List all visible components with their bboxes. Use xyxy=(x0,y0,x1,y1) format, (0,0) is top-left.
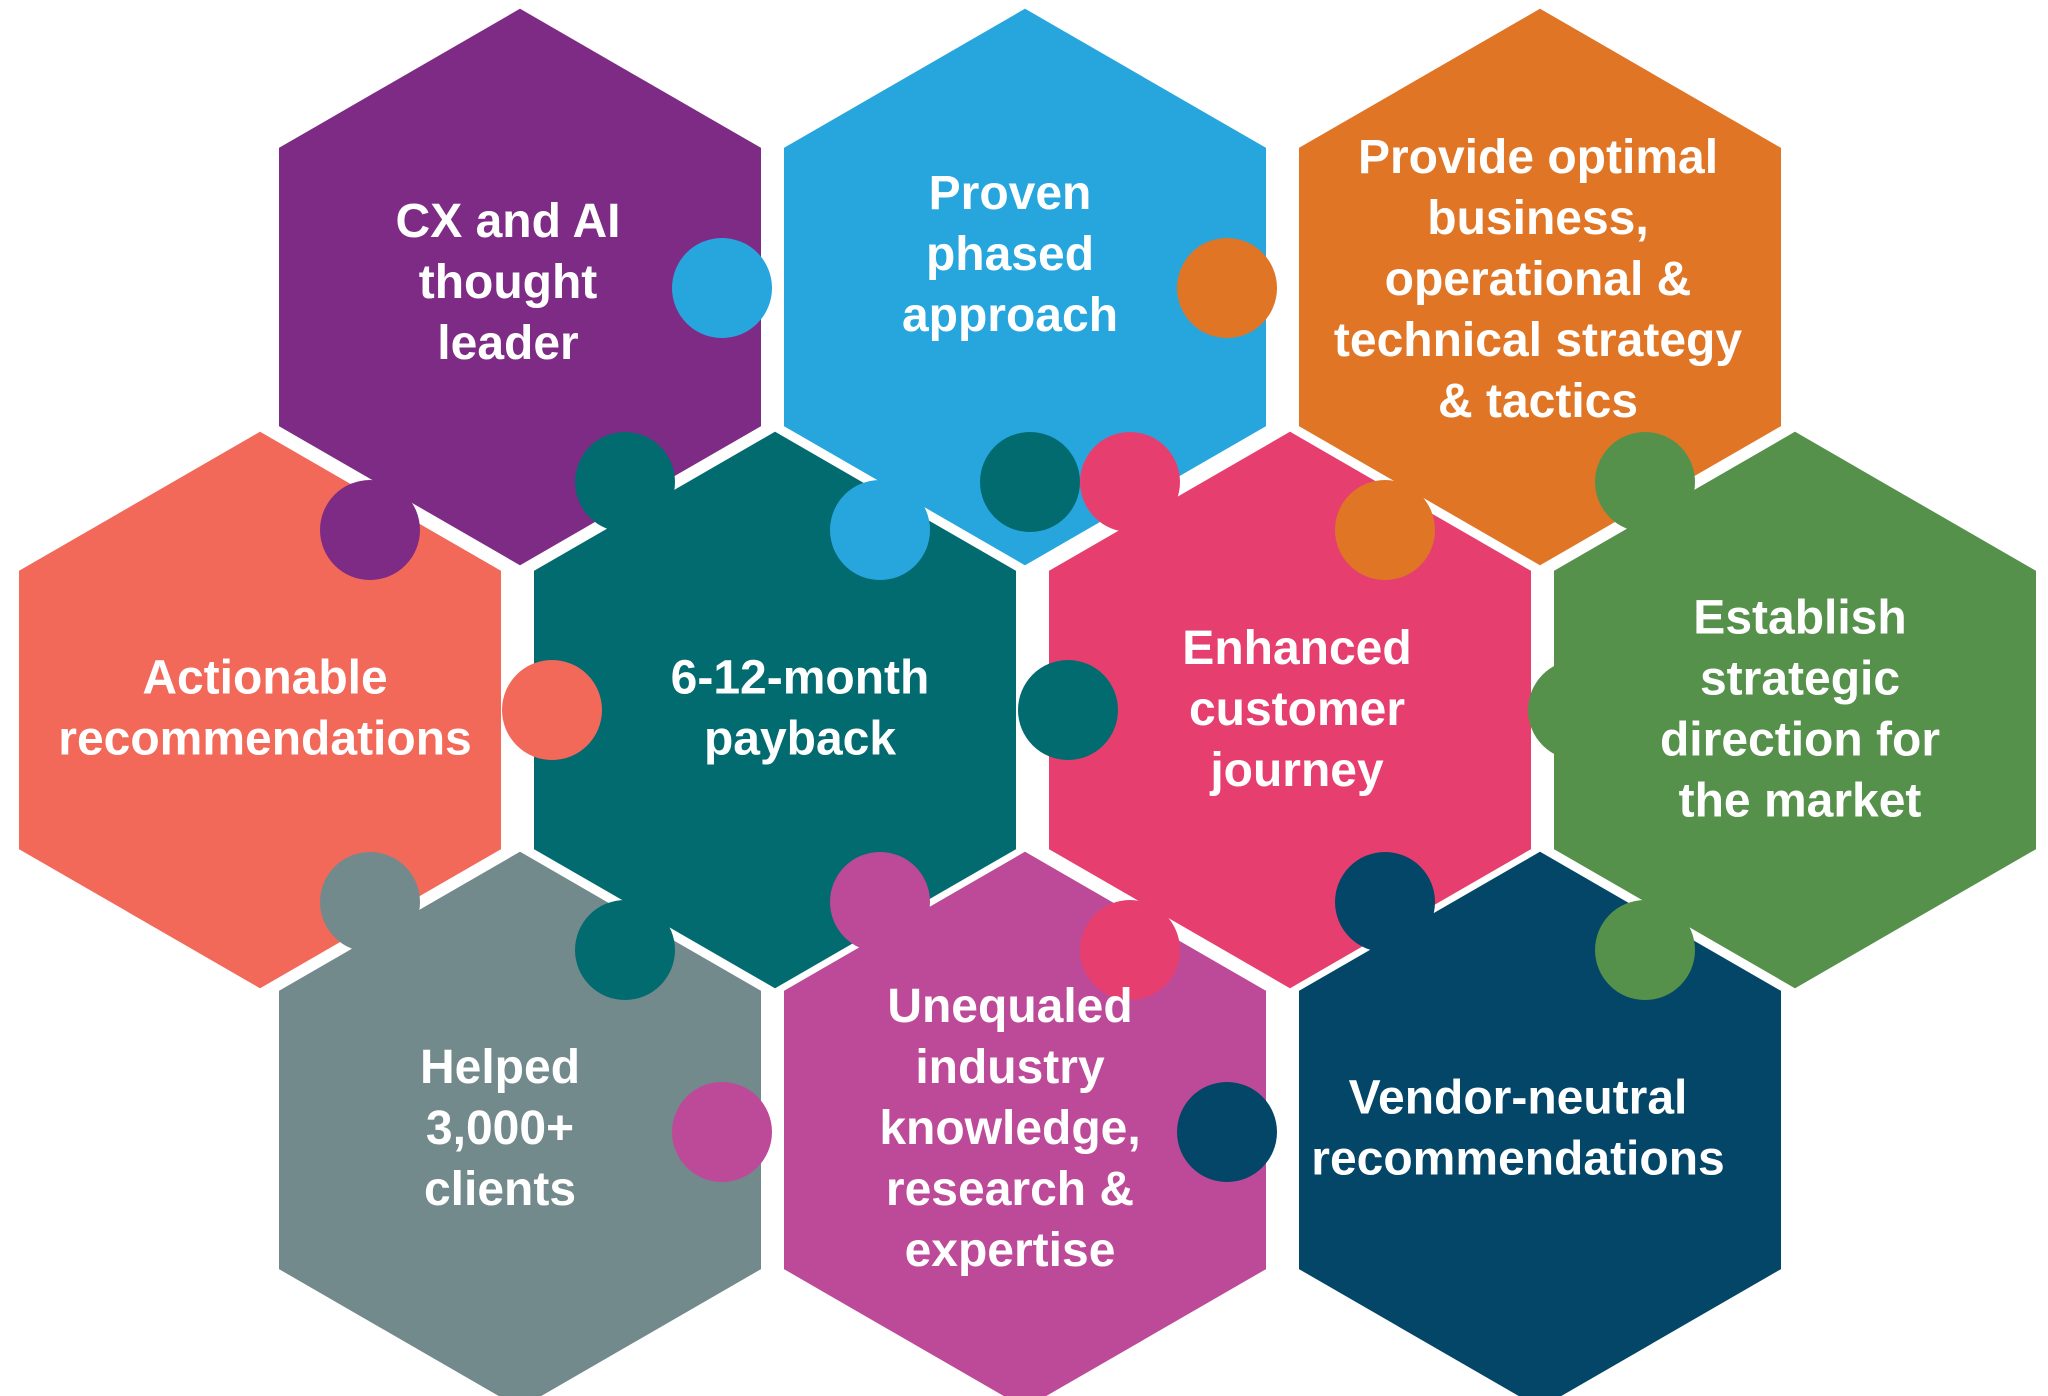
piece-label-line: knowledge, xyxy=(879,1102,1140,1155)
piece-label-line: Proven xyxy=(929,167,1092,220)
piece-label-line: 6-12-month xyxy=(671,651,930,704)
piece-label-line: journey xyxy=(1209,744,1384,797)
piece-label-line: Helped xyxy=(420,1041,580,1094)
puzzle-knob-direction xyxy=(1595,432,1695,532)
piece-label-line: Enhanced xyxy=(1182,622,1411,675)
piece-label-line: phased xyxy=(926,228,1094,281)
piece-label-line: Vendor-neutral xyxy=(1349,1071,1688,1124)
piece-label-line: 3,000+ xyxy=(426,1102,574,1155)
piece-label-line: approach xyxy=(902,289,1118,342)
puzzle-piece-strategy xyxy=(1296,5,1784,569)
puzzle-connectors xyxy=(320,238,1695,1182)
piece-label-strategy: Provide optimal business, operational & tec… xyxy=(1334,131,1742,428)
piece-label-line: CX and AI xyxy=(396,195,621,248)
piece-label-line: Actionable xyxy=(142,651,387,704)
piece-label-vendor: Vendor-neutral recommendations xyxy=(1311,1071,1724,1185)
piece-label-line: thought xyxy=(419,256,598,309)
puzzle-knob-strategy xyxy=(1177,238,1277,338)
puzzle-knob-vendor xyxy=(1335,852,1435,952)
piece-label-journey: Enhanced customer journey xyxy=(1182,622,1411,797)
piece-label-line: expertise xyxy=(905,1224,1116,1277)
puzzle-knob-phased xyxy=(672,238,772,338)
piece-label-line: strategic xyxy=(1700,652,1900,705)
piece-label-line: clients xyxy=(424,1163,576,1216)
piece-label-line: Establish xyxy=(1693,591,1906,644)
piece-label-line: leader xyxy=(437,317,578,370)
piece-label-line: research & xyxy=(886,1163,1134,1216)
puzzle-knob-vendor xyxy=(1177,1082,1277,1182)
puzzle-knob-direction xyxy=(1528,660,1628,760)
puzzle-knob-expertise xyxy=(672,1082,772,1182)
piece-label-line: operational & xyxy=(1385,253,1692,306)
piece-label-line: Provide optimal xyxy=(1358,131,1718,184)
piece-label-payback: 6-12-month payback xyxy=(671,651,930,765)
piece-label-line: business, xyxy=(1427,192,1648,245)
puzzle-piece-direction xyxy=(1551,428,2039,992)
piece-label-line: the market xyxy=(1679,774,1922,827)
piece-label-line: & tactics xyxy=(1438,375,1638,428)
piece-label-line: recommendations xyxy=(58,712,471,765)
puzzle-piece-phased xyxy=(781,5,1269,569)
piece-label-line: technical strategy xyxy=(1334,314,1742,367)
puzzle-knob-expertise xyxy=(830,852,930,952)
puzzle-knob-clients xyxy=(320,852,420,952)
puzzle-knob-journey xyxy=(1080,900,1180,1000)
piece-label-phased: Proven phased approach xyxy=(902,167,1118,342)
piece-label-direction: Establish strategic direction for the marke… xyxy=(1660,591,1940,827)
piece-label-line: recommendations xyxy=(1311,1132,1724,1185)
puzzle-knob-journey xyxy=(1080,432,1180,532)
piece-label-actionable: Actionable recommendations xyxy=(58,651,471,765)
puzzle-labels: CX and AI thought leader Proven phased approa… xyxy=(58,131,1940,1277)
puzzle-knob-payback xyxy=(575,432,675,532)
puzzle-knob-direction xyxy=(1595,900,1695,1000)
puzzle-knob-cx-ai xyxy=(320,480,420,580)
piece-label-clients: Helped 3,000+ clients xyxy=(420,1041,580,1216)
puzzle-knob-payback xyxy=(980,432,1080,532)
piece-label-cx-ai: CX and AI thought leader xyxy=(396,195,621,370)
puzzle-piece-cx-ai xyxy=(276,5,764,569)
piece-label-line: industry xyxy=(915,1041,1105,1094)
piece-label-line: payback xyxy=(704,712,896,765)
puzzle-knob-actionable xyxy=(502,660,602,760)
puzzle-knob-payback xyxy=(575,900,675,1000)
puzzle-knob-strategy xyxy=(1335,480,1435,580)
piece-label-line: direction for xyxy=(1660,713,1940,766)
piece-label-line: Unequaled xyxy=(887,980,1132,1033)
piece-label-expertise: Unequaled industry knowledge, research & exp… xyxy=(879,980,1140,1277)
puzzle-knob-payback xyxy=(1018,660,1118,760)
piece-label-line: customer xyxy=(1189,683,1405,736)
puzzle-knob-phased xyxy=(830,480,930,580)
